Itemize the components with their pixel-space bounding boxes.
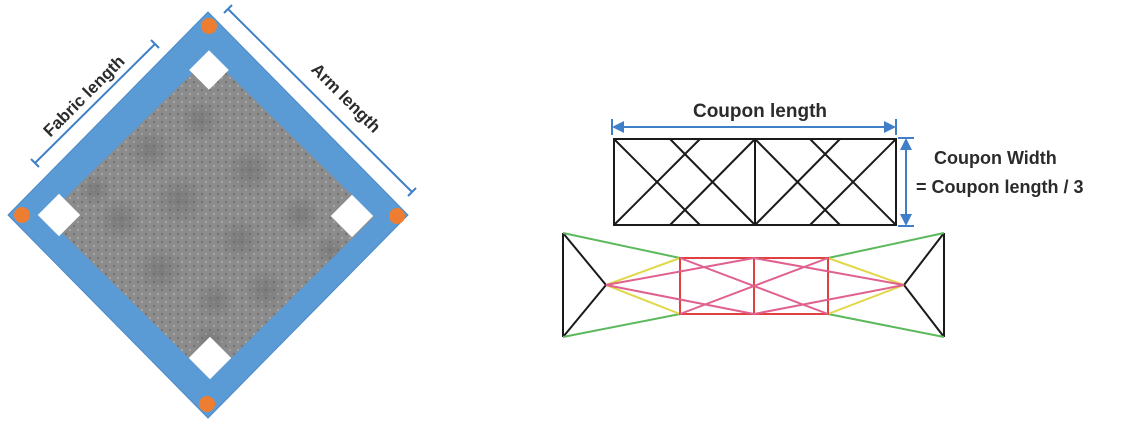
coupon-width-label-line1: Coupon Width — [934, 148, 1057, 168]
arm-length-dimension — [223, 4, 417, 197]
pin-top — [201, 18, 217, 34]
coupon-length-arrow — [611, 119, 897, 135]
pin-left — [14, 207, 30, 223]
fabric-sample — [46, 56, 374, 379]
coupon-length-label: Coupon length — [693, 101, 827, 122]
fabric-length-dimension — [30, 39, 160, 168]
pin-right — [389, 208, 405, 224]
coupon-width-label-line2: = Coupon length / 3 — [916, 177, 1084, 197]
deformed-coupon — [562, 232, 945, 338]
corner-square-bottom — [188, 336, 232, 380]
coupon-rectangle — [613, 138, 897, 226]
coupon-figure: Coupon length — [562, 101, 1084, 338]
corner-square-right — [330, 194, 374, 238]
coupon-width-arrow — [898, 137, 914, 227]
corner-square-top — [189, 50, 229, 90]
fabric-texture — [79, 100, 346, 358]
corner-square-left — [37, 193, 81, 237]
picture-frame-figure: Fabric length Arm length — [7, 4, 417, 419]
pin-bottom — [199, 396, 215, 412]
